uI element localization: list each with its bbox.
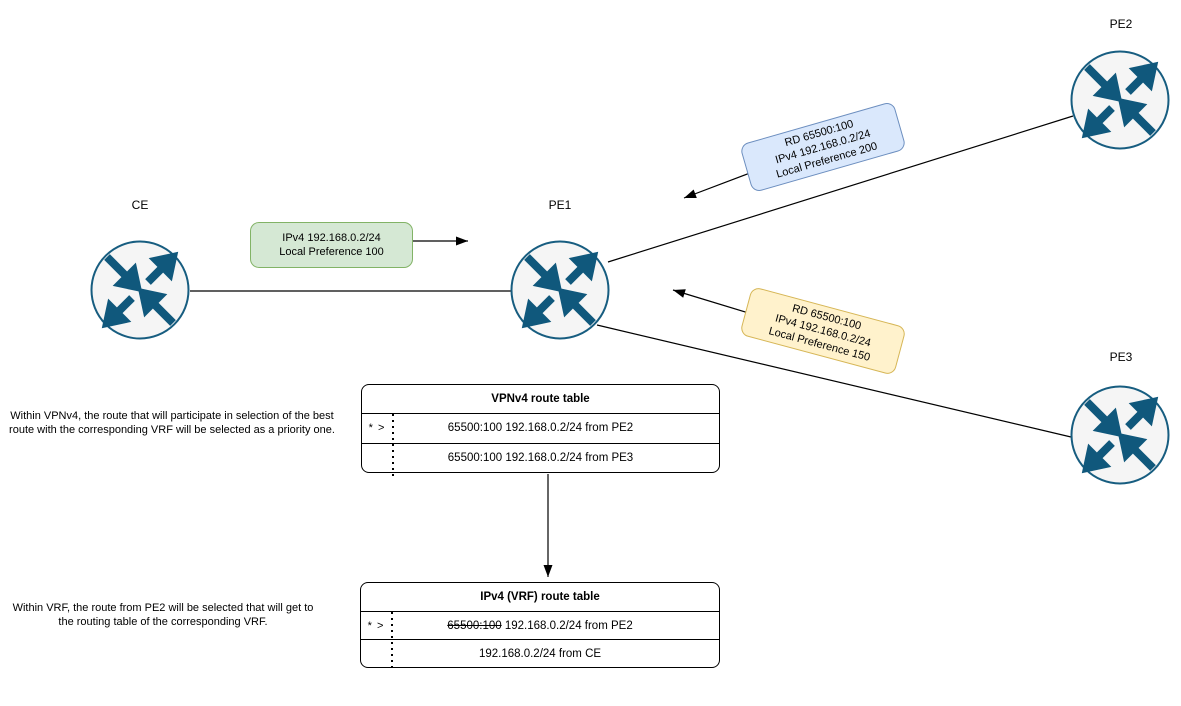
route-text: 65500:100 192.168.0.2/24 from PE3 xyxy=(447,451,634,464)
best-route-marker: * > xyxy=(368,422,386,435)
router-icon xyxy=(1070,385,1170,485)
annotation-vpnv4: Within VPNv4, the route that will partic… xyxy=(9,410,335,436)
vpnv4-route-table: VPNv4 route table * > 65500:100 192.168.… xyxy=(361,384,720,476)
route-text: 65500:100 192.168.0.2/24 from PE2 xyxy=(361,620,719,632)
route-update-line: Local Preference 100 xyxy=(279,246,384,258)
table-title: IPv4 (VRF) route table xyxy=(361,583,719,612)
link-pe1-pe3 xyxy=(596,324,1072,438)
table-row: 65500:100 192.168.0.2/24 from PE3 xyxy=(362,444,719,473)
table-row: 192.168.0.2/24 from CE xyxy=(361,640,719,667)
ipv4-vrf-route-table: IPv4 (VRF) route table * > 65500:100 192… xyxy=(360,582,720,671)
table-row: * > 65500:100 192.168.0.2/24 from PE2 xyxy=(361,612,719,640)
table-title: VPNv4 route table xyxy=(362,385,719,414)
route-update-box-ce-to-pe1: IPv4 192.168.0.2/24 Local Preference 100 xyxy=(250,222,413,268)
best-route-marker xyxy=(362,444,392,473)
route-text: 192.168.0.2/24 from CE xyxy=(478,647,602,660)
table-column-divider xyxy=(391,612,393,671)
router-icon xyxy=(510,240,610,340)
route-update-line: IPv4 192.168.0.2/24 xyxy=(282,232,381,244)
table-column-divider xyxy=(392,414,394,476)
struck-rd-value: 65500:100 xyxy=(447,619,502,632)
table-row: * > 65500:100 192.168.0.2/24 from PE2 xyxy=(362,414,719,444)
router-label-pe2: PE2 xyxy=(1109,17,1133,31)
route-text: 65500:100 192.168.0.2/24 from PE2 xyxy=(447,422,634,435)
router-label-pe1: PE1 xyxy=(548,198,572,212)
best-route-marker: * > xyxy=(367,619,385,632)
router-icon xyxy=(1070,50,1170,150)
router-label-ce: CE xyxy=(131,198,149,212)
link-pe1-pe2 xyxy=(607,115,1074,263)
annotation-vrf: Within VRF, the route from PE2 will be s… xyxy=(12,602,314,628)
router-icon xyxy=(90,240,190,340)
route-text-rest: 192.168.0.2/24 from PE2 xyxy=(501,619,633,632)
best-route-marker xyxy=(361,640,391,667)
router-label-pe3: PE3 xyxy=(1109,350,1133,364)
